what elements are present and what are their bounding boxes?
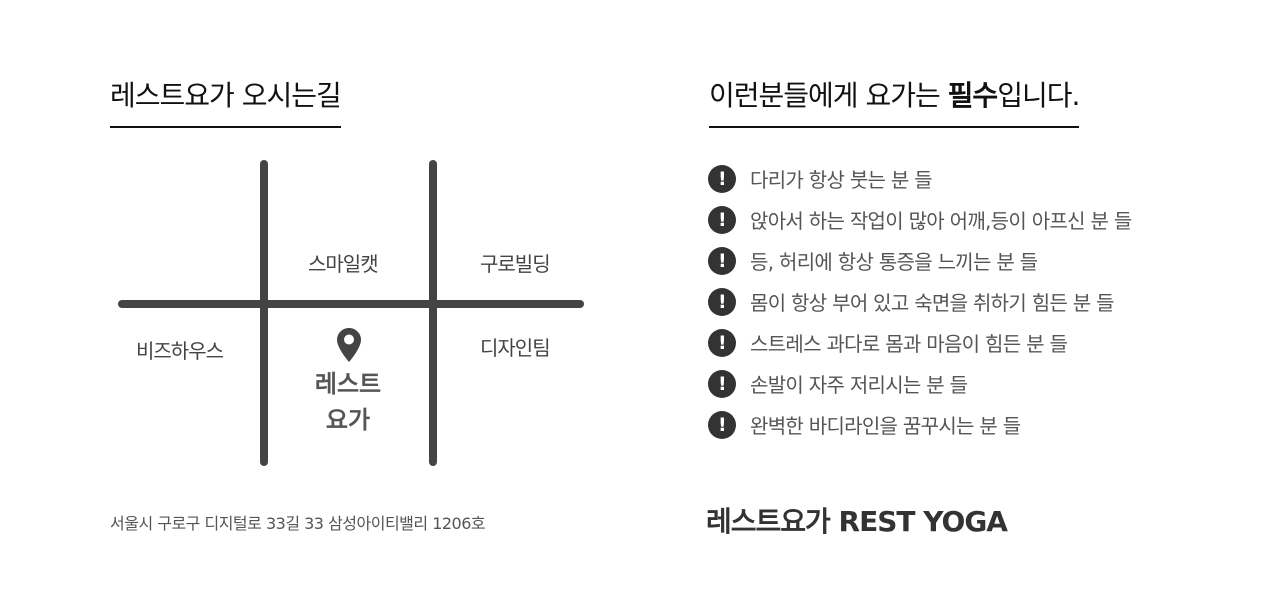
building-label: 디자인팀 xyxy=(480,336,551,360)
recommend-list: ! 다리가 항상 붓는 분 들 ! 앉아서 하는 작업이 많아 어깨,등이 아프신 … xyxy=(708,158,1132,445)
exclamation-circle-icon: ! xyxy=(708,369,736,398)
list-item: ! 손발이 자주 저리시는 분 들 xyxy=(708,363,1132,404)
exclamation-circle-icon: ! xyxy=(708,164,736,193)
building-label: 구로빌딩 xyxy=(480,252,551,276)
list-item: ! 다리가 항상 붓는 분 들 xyxy=(708,158,1132,199)
current-location-label: 레스트 요가 xyxy=(298,366,398,438)
address-text: 서울시 구로구 디지털로 33길 33 삼성아이티밸리 1206호 xyxy=(110,514,486,533)
heading-text-end: 입니다. xyxy=(997,79,1080,112)
location-map: 스마일캣 구로빌딩 비즈하우스 디자인팀 레스트 요가 xyxy=(118,160,588,470)
list-item-text: 앉아서 하는 작업이 많아 어깨,등이 아프신 분 들 xyxy=(750,209,1132,233)
location-label-line2: 요가 xyxy=(325,406,371,434)
exclamation-circle-icon: ! xyxy=(708,328,736,357)
heading-text: 이런분들에게 요가는 xyxy=(709,79,948,112)
vertical-road-left xyxy=(260,160,268,466)
list-item: ! 등, 허리에 항상 통증을 느끼는 분 들 xyxy=(708,240,1132,281)
exclamation-circle-icon: ! xyxy=(708,246,736,275)
list-item-text: 몸이 항상 부어 있고 숙면을 취하기 힘든 분 들 xyxy=(750,291,1115,315)
vertical-road-right xyxy=(429,160,437,466)
list-item: ! 완벽한 바디라인을 꿈꾸시는 분 들 xyxy=(708,404,1132,445)
horizontal-road xyxy=(118,300,584,308)
exclamation-circle-icon: ! xyxy=(708,287,736,316)
exclamation-circle-icon: ! xyxy=(708,205,736,234)
building-label: 비즈하우스 xyxy=(136,339,224,363)
recommend-heading: 이런분들에게 요가는 필수입니다. xyxy=(709,74,1080,128)
directions-heading: 레스트요가 오시는길 xyxy=(110,74,342,128)
list-item: ! 몸이 항상 부어 있고 숙면을 취하기 힘든 분 들 xyxy=(708,281,1132,322)
map-pin-icon xyxy=(337,328,361,362)
brand-name: 레스트요가 REST YOGA xyxy=(706,505,1008,538)
list-item: ! 앉아서 하는 작업이 많아 어깨,등이 아프신 분 들 xyxy=(708,199,1132,240)
list-item-text: 다리가 항상 붓는 분 들 xyxy=(750,168,933,192)
location-label-line1: 레스트 xyxy=(314,370,382,398)
list-item-text: 완벽한 바디라인을 꿈꾸시는 분 들 xyxy=(750,414,1021,438)
building-label: 스마일캣 xyxy=(308,252,379,276)
list-item: ! 스트레스 과다로 몸과 마음이 힘든 분 들 xyxy=(708,322,1132,363)
exclamation-circle-icon: ! xyxy=(708,410,736,439)
list-item-text: 스트레스 과다로 몸과 마음이 힘든 분 들 xyxy=(750,332,1068,356)
list-item-text: 등, 허리에 항상 통증을 느끼는 분 들 xyxy=(750,250,1038,274)
list-item-text: 손발이 자주 저리시는 분 들 xyxy=(750,373,968,397)
heading-emphasis: 필수 xyxy=(947,79,999,112)
